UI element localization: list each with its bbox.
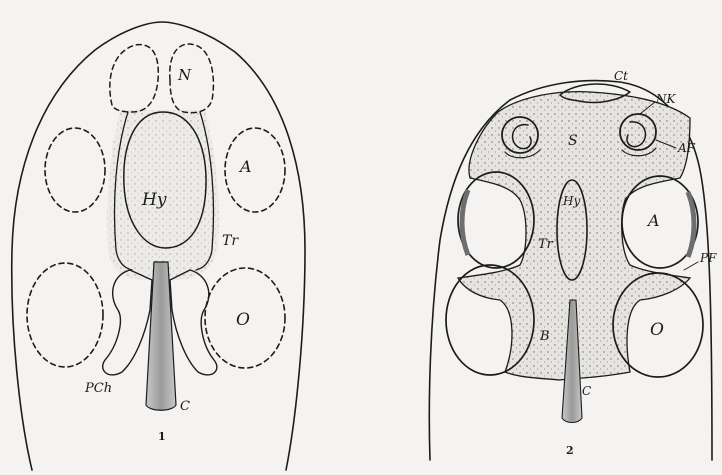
fig2-label-nasal-capsule: NK — [655, 92, 677, 106]
figure-1: N A Hy Tr O PCh C 1 — [12, 22, 305, 470]
fig2-label-postorbital: PF — [699, 251, 717, 265]
fig2-label-hypophysis: Hy — [562, 194, 580, 208]
fig1-eye-left — [45, 128, 105, 212]
fig2-label-nasal-opening: AF — [677, 141, 696, 155]
fig1-nasal-left — [110, 45, 158, 112]
fig2-label-eye-right: A — [646, 211, 660, 230]
fig2-number: 2 — [566, 444, 574, 457]
fig2-label-cornu: Ct — [614, 69, 628, 83]
fig1-ear-left — [27, 263, 103, 367]
fig1-label-eye-right: A — [238, 157, 252, 176]
fig1-parachordal-left — [103, 270, 152, 375]
fig1-label-hypophysis: Hy — [141, 190, 167, 210]
fig1-parachordal-right — [170, 270, 217, 375]
fig1-nasal-right — [170, 44, 214, 113]
fig2-eye-left-rim — [462, 190, 468, 255]
fig2-leader-pf — [684, 262, 698, 270]
fig1-number: 1 — [158, 430, 166, 443]
fig2-label-trabecula: Tr — [538, 237, 554, 252]
fig2-eye-right-rim — [688, 192, 694, 257]
fig1-eye-right — [225, 128, 285, 212]
fig2-label-chorda: C — [582, 384, 591, 398]
fig1-chorda — [146, 262, 176, 410]
fig1-label-parachordal: PCh — [84, 381, 112, 396]
fig2-label-ethmoid: S — [568, 133, 578, 149]
fig1-label-nasal: N — [177, 66, 192, 84]
fig1-label-chorda: C — [180, 399, 190, 414]
fig2-label-basal-plate: B — [539, 329, 550, 344]
fig2-label-ear-right: O — [650, 320, 664, 340]
fig1-label-ear-right: O — [236, 310, 250, 330]
fig1-label-trabecula: Tr — [222, 233, 239, 249]
figure-2: Ct NK AF S A Hy Tr PF B O C 2 — [429, 69, 717, 460]
